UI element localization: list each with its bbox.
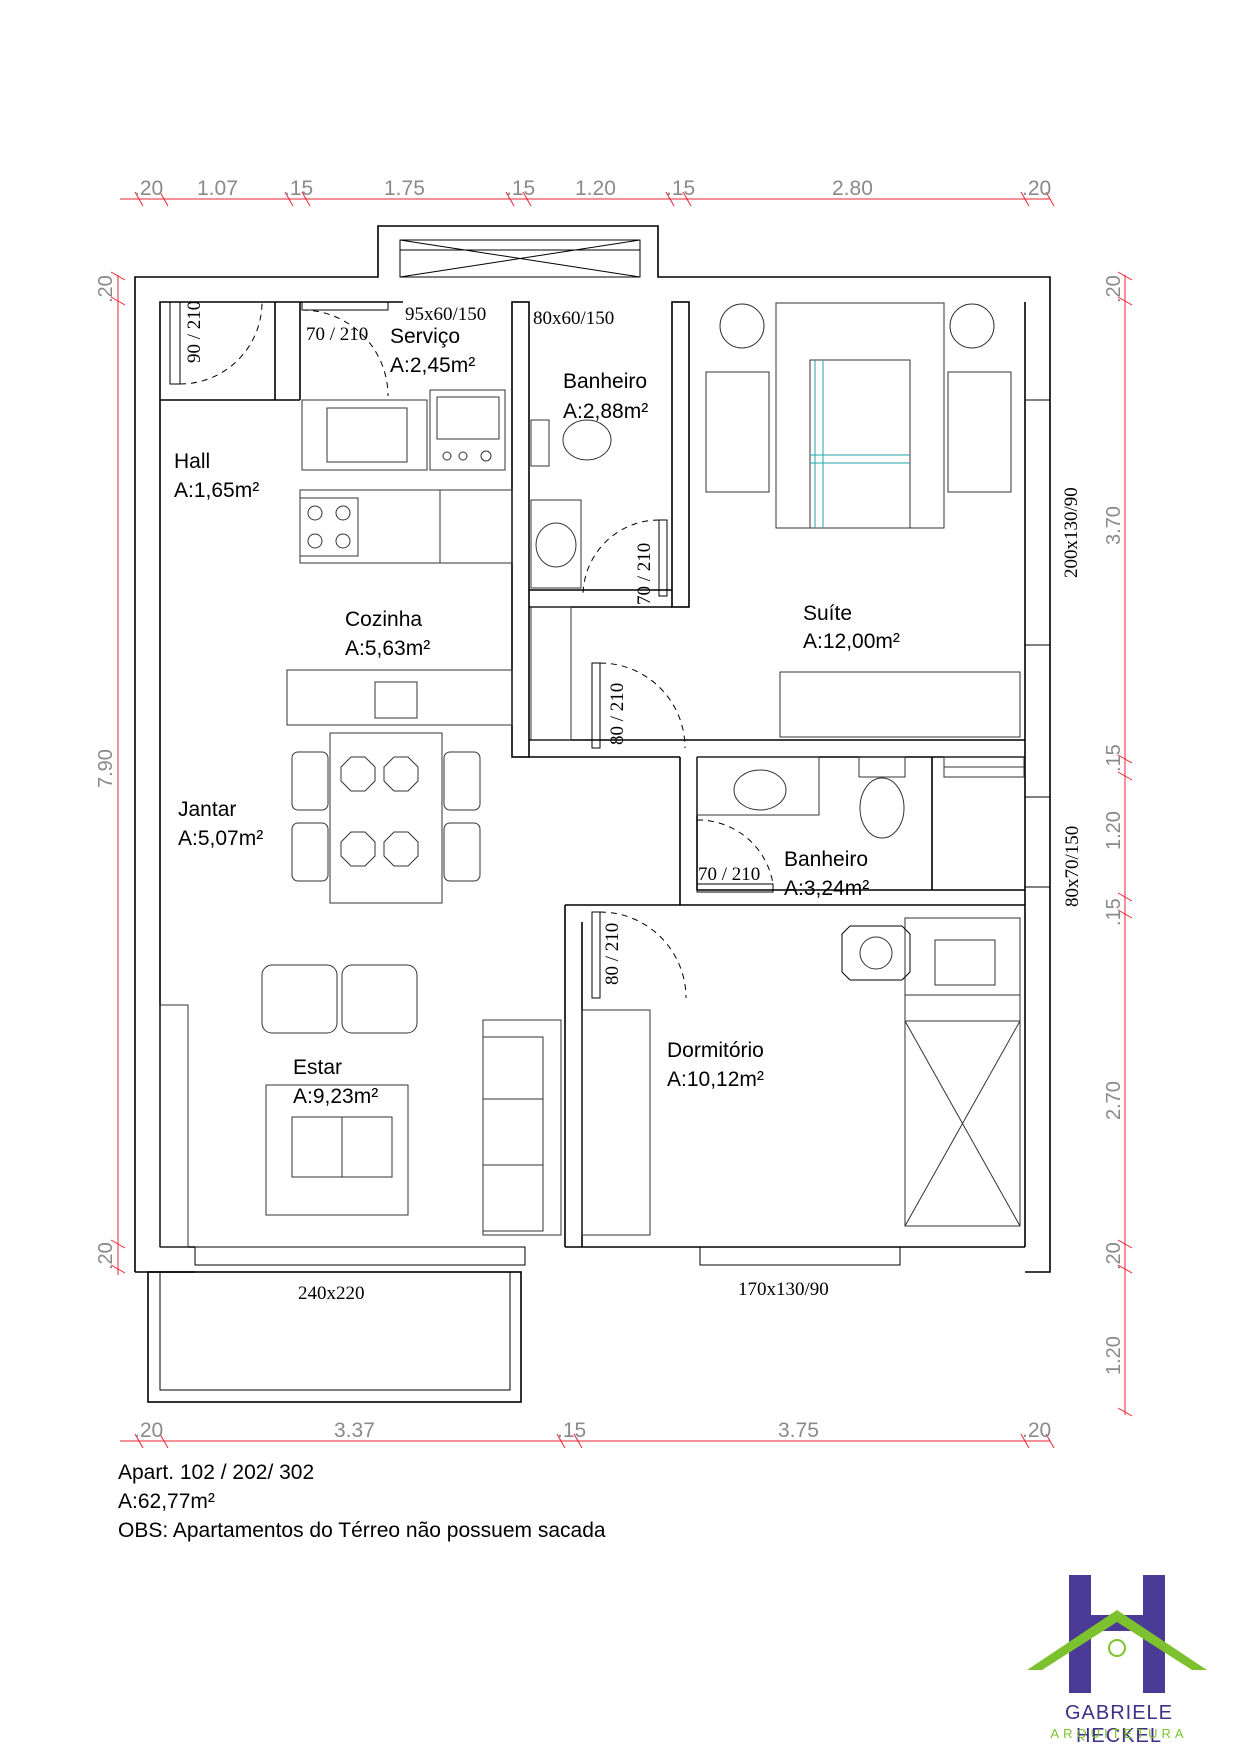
dim-top-4: 1.75 xyxy=(384,177,425,200)
room-cozinha-area: A:5,63m² xyxy=(345,637,430,660)
dim-right-4: 1.20 xyxy=(1103,811,1125,850)
dim-bottom-4: 3.75 xyxy=(778,1419,819,1442)
label-servico-door: 70 / 210 xyxy=(306,324,368,345)
opening-labels: 90 / 210 70 / 210 95x60/150 80x60/150 70… xyxy=(184,301,1083,1304)
room-banheiro2-name: Banheiro xyxy=(784,848,868,871)
label-banheiro2-door: 70 / 210 xyxy=(698,864,760,885)
room-labels: Serviço A:2,45m² Banheiro A:2,88m² Hall … xyxy=(174,325,900,1108)
furniture xyxy=(159,302,1025,1248)
total-area: A:62,77m² xyxy=(118,1490,215,1513)
apartment-numbers: Apart. 102 / 202/ 302 xyxy=(118,1461,315,1484)
logo-name: GABRIELE HECKEL xyxy=(1064,1702,1174,1747)
obs-note: OBS: Apartamentos do Térreo não possuem … xyxy=(118,1519,606,1542)
room-jantar-area: A:5,07m² xyxy=(178,827,263,850)
dim-right-2: 3.70 xyxy=(1103,506,1125,545)
room-suite-name: Suíte xyxy=(803,602,852,625)
room-jantar-name: Jantar xyxy=(178,798,236,821)
room-estar-name: Estar xyxy=(293,1056,342,1079)
dim-top-6: 1.20 xyxy=(575,177,616,200)
dim-bottom-2: 3.37 xyxy=(334,1419,375,1442)
dim-top-2: 1.07 xyxy=(197,177,238,200)
doors xyxy=(169,301,774,999)
label-corridor-door: 80 / 210 xyxy=(607,683,628,745)
dim-left-3: .20 xyxy=(95,1242,117,1270)
dim-top-7: .15 xyxy=(666,177,695,200)
room-cozinha-name: Cozinha xyxy=(345,608,422,631)
dim-bottom-5: .20 xyxy=(1022,1419,1051,1442)
room-dormitorio-name: Dormitório xyxy=(667,1039,764,1062)
dim-right-3: .15 xyxy=(1103,744,1125,772)
dim-top-1: .20 xyxy=(134,177,163,200)
dim-right-8: 1.20 xyxy=(1103,1336,1125,1375)
dim-top-8: 2.80 xyxy=(832,177,873,200)
dim-bottom-1: .20 xyxy=(134,1419,163,1442)
label-banheiro1-door: 70 / 210 xyxy=(634,543,655,605)
dim-top-9: .20 xyxy=(1022,177,1051,200)
label-servico-window: 95x60/150 xyxy=(405,304,486,325)
label-banheiro2-window: 80x70/150 xyxy=(1062,826,1083,907)
room-banheiro2-area: A:3,24m² xyxy=(784,877,869,900)
dim-right-7: .20 xyxy=(1103,1242,1125,1270)
label-hall-door: 90 / 210 xyxy=(184,301,205,363)
room-servico-name: Serviço xyxy=(390,325,460,348)
logo-subtitle: ARQUITETURA xyxy=(1050,1726,1188,1741)
dim-left-2: 7.90 xyxy=(95,749,117,788)
dim-right-5: .15 xyxy=(1103,898,1125,926)
label-banheiro1-window: 80x60/150 xyxy=(533,308,614,329)
label-dormitorio-window: 170x130/90 xyxy=(738,1279,829,1300)
room-servico-area: A:2,45m² xyxy=(390,354,475,377)
label-dormitorio-door: 80 / 210 xyxy=(602,923,623,985)
room-banheiro1-area: A:2,88m² xyxy=(563,400,648,423)
dim-bottom-3: .15 xyxy=(557,1419,586,1442)
dim-left-1: .20 xyxy=(95,275,117,303)
dim-top-3: .15 xyxy=(284,177,313,200)
room-estar-area: A:9,23m² xyxy=(293,1085,378,1108)
room-hall-area: A:1,65m² xyxy=(174,479,259,502)
room-banheiro1-name: Banheiro xyxy=(563,370,647,393)
dim-right-1: .20 xyxy=(1103,275,1125,303)
label-suite-window: 200x130/90 xyxy=(1061,487,1082,578)
dim-right-6: 2.70 xyxy=(1103,1081,1125,1120)
label-estar-window: 240x220 xyxy=(298,1283,365,1304)
dimension-lines: .20 1.07 .15 1.75 .15 1.20 .15 2.80 .20 … xyxy=(95,177,1133,1449)
room-dormitorio-area: A:10,12m² xyxy=(667,1068,764,1091)
dim-top-5: .15 xyxy=(506,177,535,200)
room-suite-area: A:12,00m² xyxy=(803,630,900,653)
room-hall-name: Hall xyxy=(174,450,210,473)
logo-icon xyxy=(1027,1575,1207,1693)
